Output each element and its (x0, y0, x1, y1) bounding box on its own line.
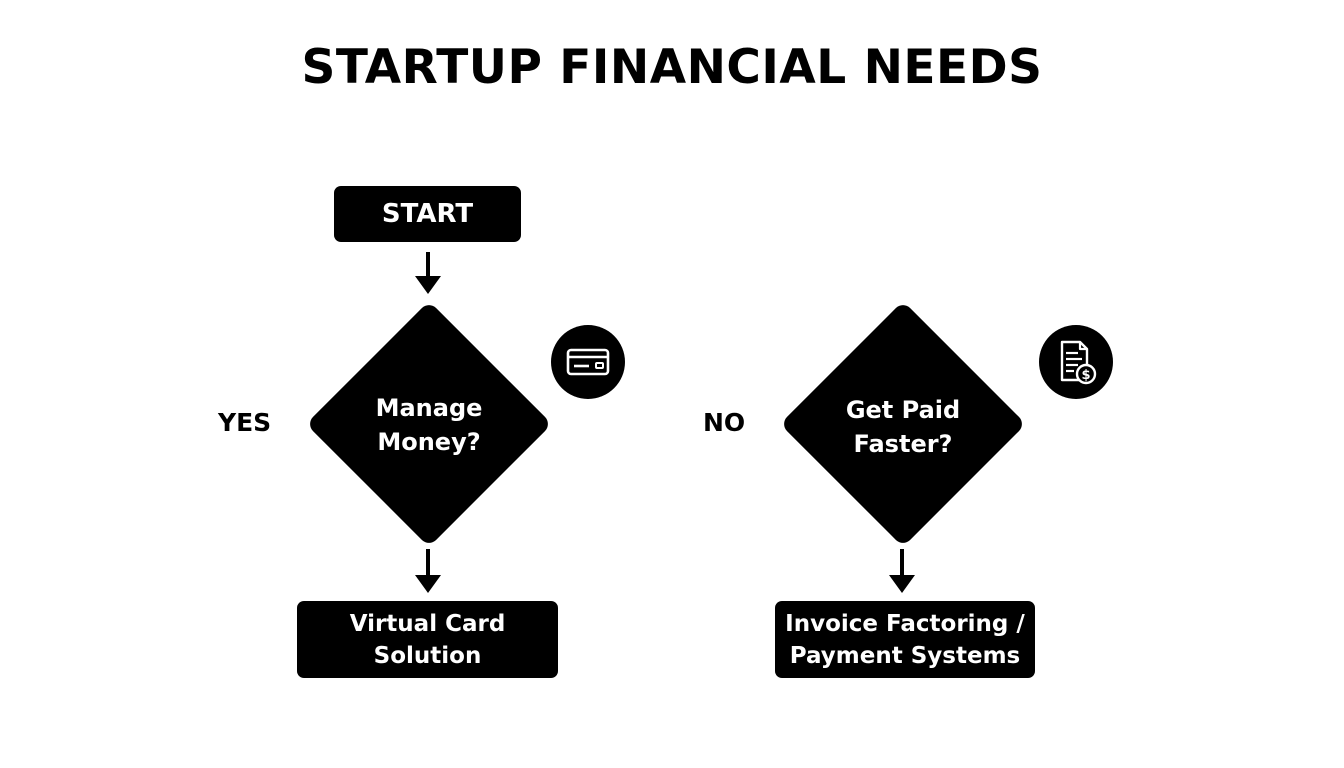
result-node-virtual-card: Virtual Card Solution (297, 601, 558, 678)
arrow-decision-to-invoice-factoring (889, 549, 915, 593)
arrow-decision-to-virtual-card (415, 549, 441, 593)
invoice-dollar-icon: $ (1039, 325, 1113, 399)
credit-card-icon (551, 325, 625, 399)
result-label-invoice-factoring: Invoice Factoring / Payment Systems (785, 610, 1025, 669)
decision-question-manage-money: Manage Money? (375, 394, 483, 456)
branch-label-yes: YES (218, 408, 272, 437)
start-node-label: START (381, 199, 474, 229)
result-node-invoice-factoring: Invoice Factoring / Payment Systems (775, 601, 1035, 678)
result-label-virtual-card: Virtual Card Solution (349, 610, 506, 669)
decision-question-get-paid-faster: Get Paid Faster? (845, 396, 961, 458)
branch-label-no: NO (703, 408, 746, 437)
diagram-title: STARTUP FINANCIAL NEEDS (301, 40, 1043, 95)
svg-text:$: $ (1081, 368, 1090, 383)
arrow-start-to-decision (415, 252, 441, 294)
start-node: START (334, 186, 521, 242)
